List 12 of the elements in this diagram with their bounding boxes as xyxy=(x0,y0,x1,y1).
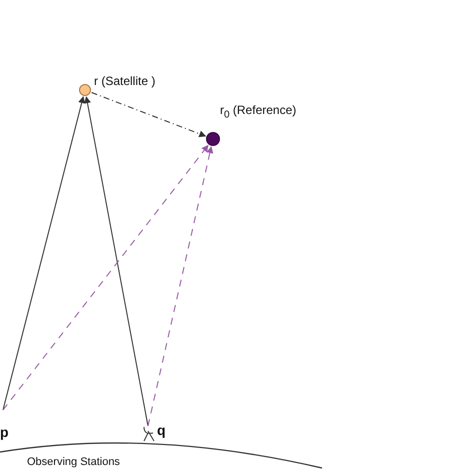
reference-dot xyxy=(206,132,220,146)
arrow xyxy=(2,144,209,410)
node-label: r$_{0}$ (Reference) xyxy=(220,103,296,120)
ground-label: Observing Stations xyxy=(27,456,120,468)
satellite-dot xyxy=(79,84,91,96)
station-label: q xyxy=(157,422,166,438)
arrow xyxy=(2,96,86,410)
node-label: r (Satellite ) xyxy=(94,74,156,88)
station-label: p xyxy=(0,424,9,440)
arrow xyxy=(148,146,214,426)
arrow xyxy=(84,96,148,426)
arrow xyxy=(91,92,206,138)
